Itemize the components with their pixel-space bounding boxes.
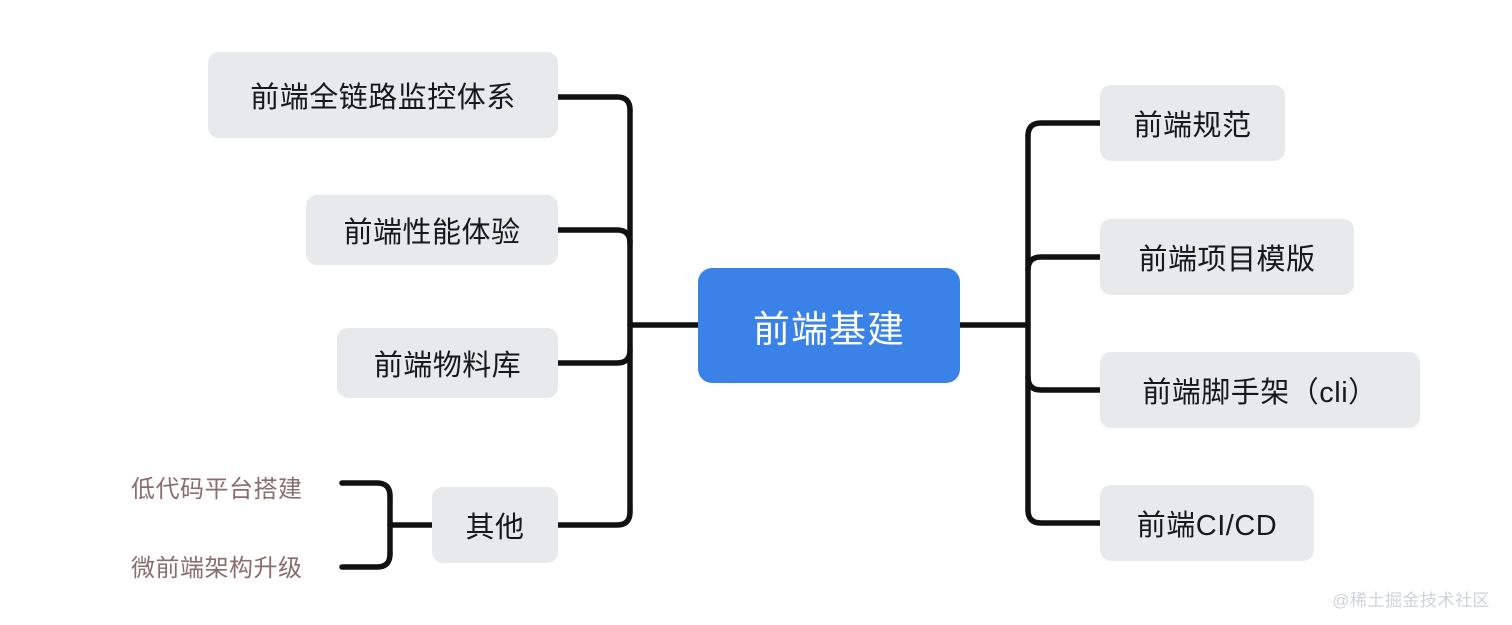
connector-other-1 bbox=[339, 480, 393, 499]
connector-right-4 bbox=[1025, 507, 1103, 526]
leaf-other-2[interactable]: 微前端架构升级 bbox=[131, 555, 303, 582]
connector-other-2 bbox=[339, 551, 393, 570]
node-left-4-other[interactable]: 其他 bbox=[432, 487, 558, 563]
connector-left-4 bbox=[555, 509, 633, 528]
connector-right-2 bbox=[1025, 254, 1103, 273]
leaf-other-1[interactable]: 低代码平台搭建 bbox=[131, 476, 303, 503]
root-node[interactable]: 前端基建 bbox=[698, 268, 960, 383]
connector-right-3 bbox=[1025, 374, 1103, 393]
node-right-4[interactable]: 前端CI/CD bbox=[1100, 485, 1314, 561]
node-right-2[interactable]: 前端项目模版 bbox=[1100, 219, 1354, 295]
node-right-3[interactable]: 前端脚手架（cli） bbox=[1100, 352, 1420, 428]
connector-left-1 bbox=[555, 94, 633, 113]
connector-left-2 bbox=[555, 227, 633, 246]
connector-left-3 bbox=[555, 347, 633, 366]
connector-right-1 bbox=[1025, 120, 1103, 139]
node-right-1[interactable]: 前端规范 bbox=[1100, 85, 1285, 161]
watermark: @稀土掘金技术社区 bbox=[1332, 591, 1490, 610]
node-left-3[interactable]: 前端物料库 bbox=[337, 328, 558, 398]
node-left-1[interactable]: 前端全链路监控体系 bbox=[208, 52, 558, 138]
node-left-2[interactable]: 前端性能体验 bbox=[306, 195, 558, 265]
